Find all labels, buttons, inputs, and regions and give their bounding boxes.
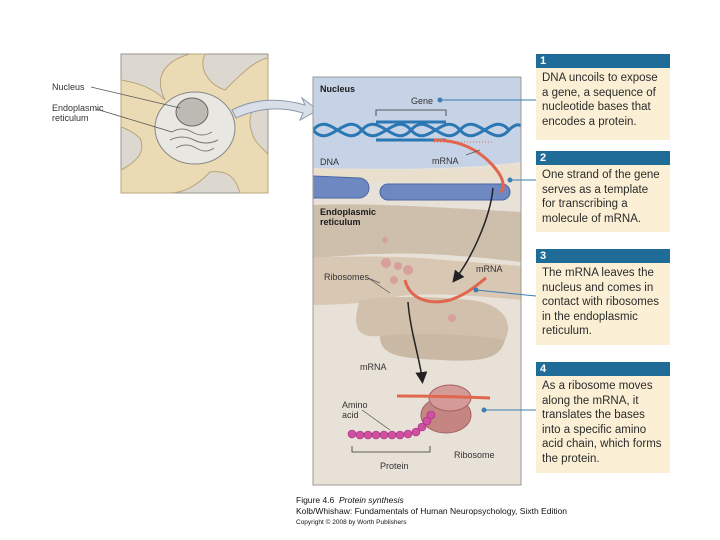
ribosome-label: Ribosome (454, 450, 495, 460)
gene-label: Gene (411, 96, 434, 106)
step-4: 4 As a ribosome moves along the mRNA, it… (536, 362, 670, 473)
ribosomes-label: Ribosomes (324, 272, 370, 282)
mrna-label-2: mRNA (476, 264, 503, 274)
step-2: 2 One strand of the gene serves as a tem… (536, 151, 670, 232)
step-number: 2 (540, 152, 547, 164)
step-number: 3 (540, 250, 547, 262)
figure-caption: Figure 4.6 Protein synthesis Kolb/Whisha… (296, 495, 567, 528)
book-credit: Kolb/Whishaw: Fundamentals of Human Neur… (296, 506, 568, 516)
copyright: Copyright © 2008 by Worth Publishers (296, 519, 407, 526)
step-text: As a ribosome moves along the mRNA, it t… (542, 380, 662, 465)
figure-number: Figure 4.6 (296, 495, 335, 505)
step-text: One strand of the gene serves as a templ… (542, 169, 660, 225)
mrna-label-3: mRNA (360, 362, 387, 372)
figure-title: Protein synthesis (339, 495, 404, 505)
step-text: DNA uncoils to expose a gene, a sequence… (542, 72, 658, 128)
protein-label: Protein (380, 461, 409, 471)
mrna-label-1: mRNA (432, 156, 459, 166)
dna-label: DNA (320, 157, 340, 167)
step-1: 1 DNA uncoils to expose a gene, a sequen… (536, 54, 670, 140)
step-number: 1 (540, 55, 547, 67)
er-title: Endoplasmic reticulum (320, 207, 377, 227)
cell-nucleus-label: Nucleus (52, 82, 85, 92)
step-number: 4 (540, 363, 547, 375)
nucleus-title: Nucleus (320, 84, 356, 94)
step-text: The mRNA leaves the nucleus and comes in… (542, 267, 659, 338)
step-3: 3 The mRNA leaves the nucleus and comes … (536, 249, 670, 345)
cell-er-label: Endoplasmic reticulum (52, 103, 104, 123)
amino-acid-label: Amino acid (342, 400, 368, 420)
